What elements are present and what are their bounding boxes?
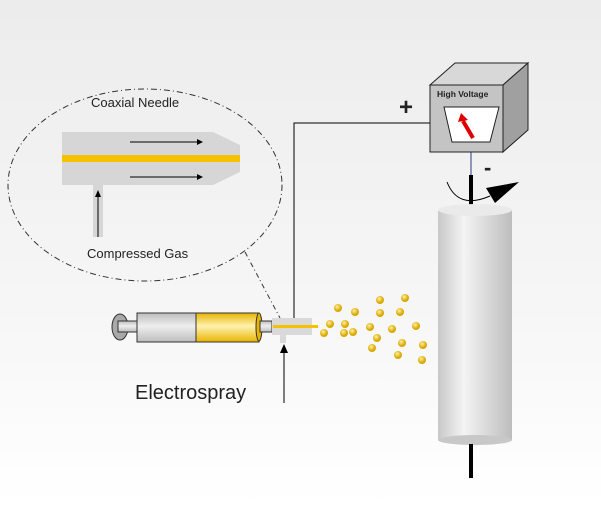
droplet <box>418 356 426 364</box>
flow-arrow-head <box>197 174 203 180</box>
collector-drum <box>438 204 512 445</box>
droplet <box>388 325 396 333</box>
droplet <box>396 308 404 316</box>
droplet <box>349 328 357 336</box>
droplet <box>419 341 427 349</box>
gas-arrow-head <box>95 190 101 197</box>
droplet <box>373 334 381 342</box>
droplet <box>376 309 384 317</box>
droplet <box>334 304 342 312</box>
droplet <box>326 320 334 328</box>
positive-wire <box>293 122 430 318</box>
compressed-gas-label: Compressed Gas <box>87 246 189 261</box>
callout-line <box>244 251 281 319</box>
coaxial-needle-label: Coaxial Needle <box>91 95 180 110</box>
positive-terminal-label: + <box>399 94 414 121</box>
syringe <box>111 312 273 343</box>
voltage-meter-needle <box>461 119 475 140</box>
droplet <box>401 294 409 302</box>
electrospray-label: Electrospray <box>135 382 247 404</box>
droplet <box>340 329 348 337</box>
droplet <box>394 351 402 359</box>
droplet <box>351 308 359 316</box>
liquid-jet <box>273 325 318 328</box>
droplet <box>341 320 349 328</box>
flow-arrow-head <box>197 139 203 145</box>
droplet <box>366 323 374 331</box>
rotation-arrow <box>446 181 491 202</box>
droplet <box>376 296 384 304</box>
droplet <box>398 339 406 347</box>
high-voltage-label: High Voltage <box>437 89 489 99</box>
droplet-spray <box>320 294 427 364</box>
droplet <box>368 344 376 352</box>
droplet <box>412 322 420 330</box>
negative-terminal-label: - <box>484 155 492 180</box>
droplet <box>320 329 328 337</box>
high-voltage-supply <box>428 61 530 154</box>
callout-ellipse <box>7 88 283 282</box>
liquid-core-enlarged <box>62 155 240 162</box>
gas-inlet <box>280 335 286 343</box>
